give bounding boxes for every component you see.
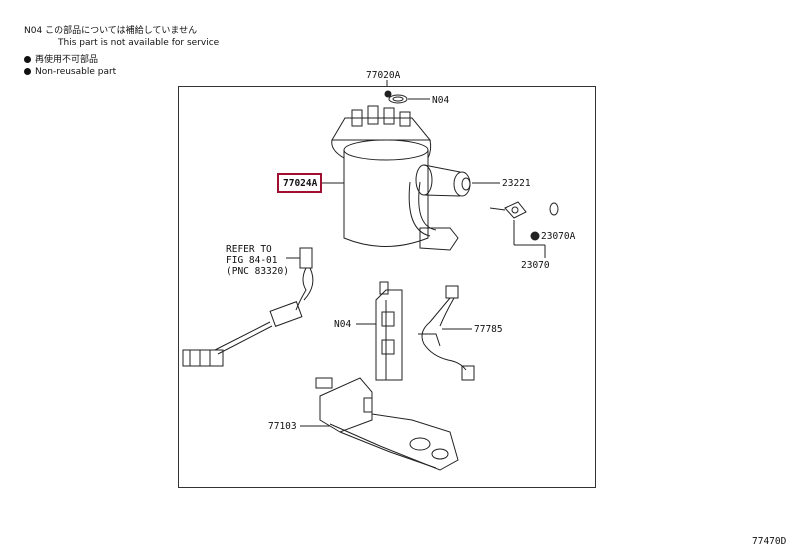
- regulator-23070: [504, 201, 559, 219]
- label-77020a: 77020A: [366, 70, 401, 81]
- legend-nonreusable-jp: 再使用不可部品: [24, 55, 98, 66]
- gasket-n04-inner: [392, 96, 404, 102]
- wire-harness-77785: [418, 285, 475, 381]
- leader-dot-n04: [384, 90, 392, 98]
- highlight-77024a[interactable]: 77024A: [277, 173, 322, 193]
- label-n04-mid: N04: [334, 319, 352, 330]
- refer-line-1: REFER TO: [226, 244, 272, 255]
- nonreusable-bullet-icon-2: [24, 68, 31, 75]
- legend-n04-jp-text: この部品については補給していません: [45, 26, 198, 36]
- pump-assembly-77024a: [331, 105, 459, 251]
- legend-nonreusable-en-text: Non-reusable part: [35, 67, 117, 77]
- leader-23070-a: [489, 207, 506, 211]
- label-23070: 23070: [521, 260, 550, 271]
- bracket-n04: [375, 281, 403, 381]
- label-n04-top: N04: [432, 95, 450, 106]
- nonreusable-bullet-icon: [24, 56, 31, 63]
- diagram-frame: [178, 86, 596, 488]
- legend-nonreusable-en: Non-reusable part: [24, 67, 116, 78]
- refer-line-2: FIG 84-01: [226, 255, 278, 266]
- legend-n04-jp: N04 この部品については補給していません: [24, 26, 197, 37]
- sender-gauge: [182, 247, 314, 367]
- legend-n04-en: This part is not available for service: [58, 38, 220, 48]
- label-77024a: 77024A: [283, 178, 318, 189]
- refer-line-3: (PNC 83320): [226, 266, 289, 277]
- label-77785: 77785: [474, 324, 503, 335]
- filter-23221: [415, 164, 471, 197]
- figure-code: 77470D: [752, 536, 787, 547]
- sub-tank-77103: [315, 377, 459, 471]
- gasket-n04-shape: [388, 94, 408, 104]
- nonreusable-dot-23070a: [530, 231, 540, 241]
- label-23070a: 23070A: [541, 231, 576, 242]
- label-77103: 77103: [268, 421, 297, 432]
- legend-n04-code: N04: [24, 26, 43, 36]
- label-23221: 23221: [502, 178, 531, 189]
- legend-nonreusable-jp-text: 再使用不可部品: [35, 55, 99, 65]
